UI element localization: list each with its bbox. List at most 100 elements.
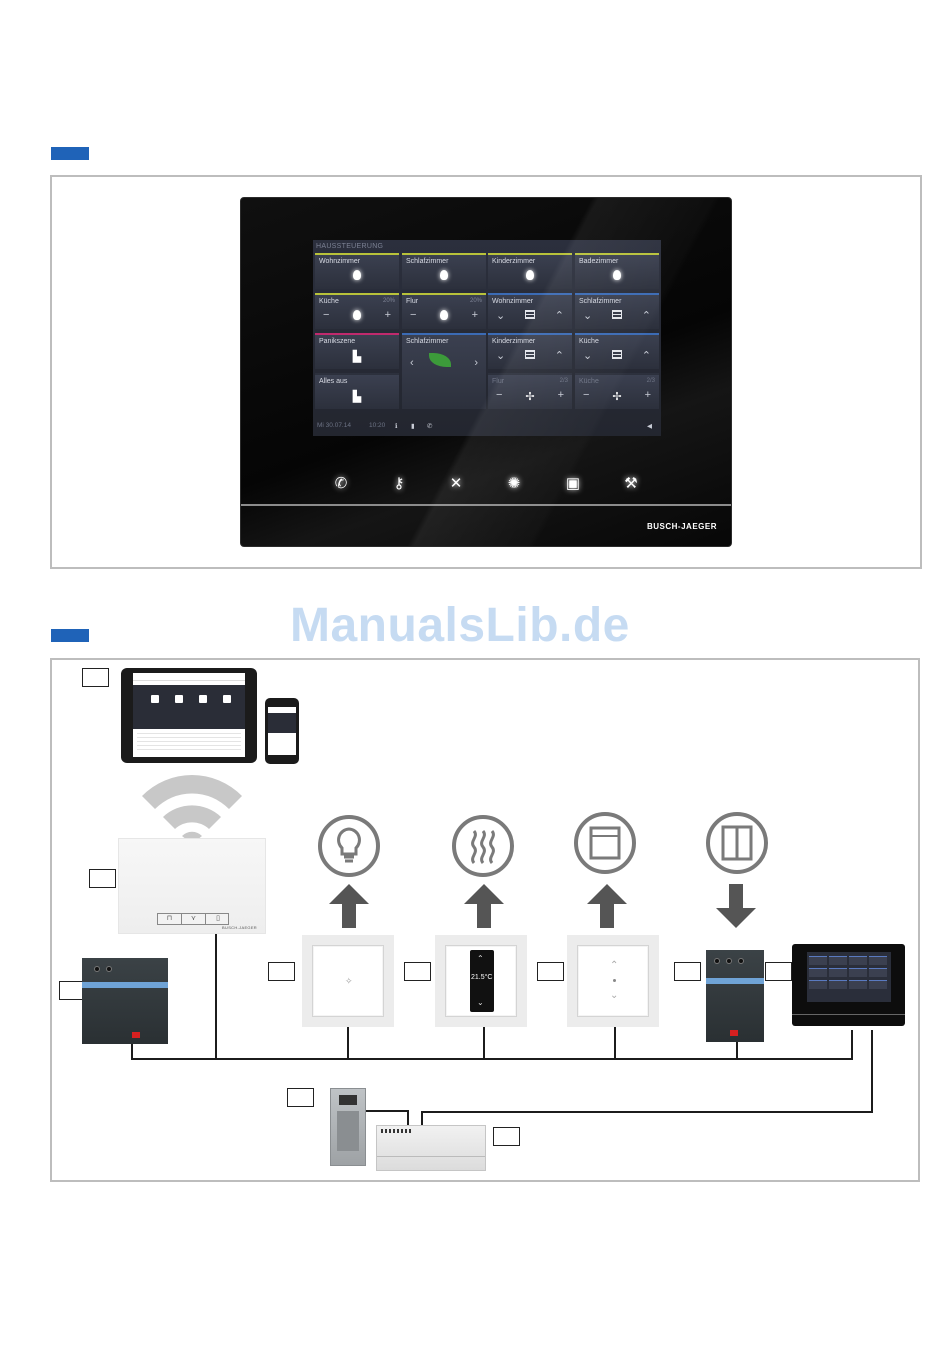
volume-icon[interactable]: ◀	[647, 423, 652, 430]
video-line	[421, 1111, 423, 1125]
arrow-up-icon	[587, 884, 627, 928]
arrow-up-icon	[329, 884, 369, 928]
wrench-icon[interactable]: ⚒	[624, 475, 638, 492]
tile-schlafzimmer-blind[interactable]: Schlafzimmer ⌄ ⌃	[575, 293, 659, 329]
blind-icon	[612, 350, 622, 359]
video-line	[366, 1110, 408, 1112]
tile-badezimmer-light[interactable]: Badezimmer	[575, 253, 659, 289]
arrow-up-icon	[464, 884, 504, 928]
binary-input-module	[706, 950, 764, 1042]
watermark: ManualsLib.de	[290, 599, 630, 652]
bus-line	[614, 1027, 616, 1060]
tile-label: Küche	[579, 378, 599, 385]
bulb-icon	[353, 270, 361, 280]
tile-flur-fan[interactable]: Flur 2/3 − ✢ +	[488, 373, 572, 409]
blind-icon	[612, 310, 622, 319]
bulb-icon	[353, 310, 361, 320]
blind-icon	[574, 812, 636, 874]
tile-label: Wohnzimmer	[319, 258, 361, 265]
blind-switch: ⌃ ⌄	[567, 935, 659, 1027]
window-icon	[706, 812, 768, 874]
call-icon[interactable]: ✆	[427, 423, 433, 430]
tile-wohnzimmer-light[interactable]: Wohnzimmer	[315, 253, 399, 289]
tile-kueche-dimmer[interactable]: Küche 20% − +	[315, 293, 399, 329]
tile-label: Schlafzimmer	[406, 258, 449, 265]
tile-label: Kinderzimmer	[492, 338, 536, 345]
callout-box	[287, 1088, 314, 1107]
wifi-icon	[142, 774, 242, 844]
tile-kinderzimmer-blind[interactable]: Kinderzimmer ⌄ ⌃	[488, 333, 572, 369]
tile-kueche-fan[interactable]: Küche 2/3 − ✢ +	[575, 373, 659, 409]
light-icon[interactable]: ✺	[507, 475, 521, 492]
mute-icon[interactable]: ✕	[449, 475, 463, 492]
tile-wohnzimmer-blind[interactable]: Wohnzimmer ⌄ ⌃	[488, 293, 572, 329]
info-icon[interactable]: ℹ	[395, 423, 398, 430]
tile-label: Schlafzimmer	[406, 338, 449, 345]
bus-line	[347, 1027, 349, 1060]
chevron-down-icon[interactable]: ⌄	[583, 310, 593, 322]
door-station	[330, 1088, 366, 1166]
door-icon[interactable]: ▮	[411, 423, 415, 430]
callout-box	[493, 1127, 520, 1146]
video-line	[407, 1110, 409, 1125]
lightbulb-icon	[318, 815, 380, 877]
status-bar: Mi 30.07.14 10:20 ℹ ▮ ✆ ◀	[317, 422, 657, 432]
tile-panikszene[interactable]: Panikszene ▙	[315, 333, 399, 369]
chevron-up-icon[interactable]: ⌃	[641, 310, 651, 322]
chevron-up-icon[interactable]: ⌃	[641, 350, 651, 362]
access-point: ⊓⋎▯ BUSCH-JAEGER	[118, 838, 266, 934]
tile-label: Küche	[579, 338, 599, 345]
leaf-icon	[429, 353, 451, 367]
panel-button-row: ✆ ⚷ ✕ ✺ ▣ ⚒	[321, 474, 651, 500]
key-icon[interactable]: ⚷	[393, 475, 405, 492]
chevron-up-icon[interactable]: ⌃	[554, 310, 564, 322]
phone-icon[interactable]: ✆	[334, 475, 348, 492]
minus-icon[interactable]: −	[496, 389, 503, 401]
tile-schlafzimmer-climate[interactable]: Schlafzimmer ‹ ›	[402, 333, 486, 409]
tile-schlafzimmer-light[interactable]: Schlafzimmer	[402, 253, 486, 289]
tile-label: Flur	[492, 378, 505, 385]
chevron-down-icon[interactable]: ⌄	[496, 350, 506, 362]
bus-line	[131, 1058, 853, 1060]
bus-line	[483, 1027, 485, 1060]
bus-line	[736, 1042, 738, 1060]
tile-kueche-blind[interactable]: Küche ⌄ ⌃	[575, 333, 659, 369]
scene-icon: ▙	[352, 391, 362, 403]
minus-icon[interactable]: −	[323, 309, 330, 321]
video-line	[871, 1030, 873, 1113]
tablet-image	[121, 668, 257, 763]
minus-icon[interactable]: −	[410, 309, 417, 321]
tile-label: Kinderzimmer	[492, 258, 536, 265]
plus-icon[interactable]: +	[384, 309, 391, 321]
tile-label: Schlafzimmer	[579, 298, 622, 305]
bulb-icon	[440, 310, 448, 320]
brand-logo: BUSCH-JAEGER	[646, 522, 717, 531]
chevron-up-icon[interactable]: ⌃	[554, 350, 564, 362]
callout-box	[268, 962, 295, 981]
camera-icon[interactable]: ▣	[565, 475, 581, 492]
blind-icon	[525, 310, 535, 319]
chevron-down-icon[interactable]: ⌄	[583, 350, 593, 362]
chevron-left-icon[interactable]: ‹	[410, 357, 414, 369]
fan-icon: ✢	[612, 391, 622, 403]
bus-line	[215, 934, 217, 1060]
scene-icon: ▙	[352, 351, 362, 363]
plus-icon[interactable]: +	[471, 309, 478, 321]
figure-1-frame: HAUSSTEUERUNG Wohnzimmer Schlafzimmer Ki…	[50, 175, 922, 569]
minus-icon[interactable]: −	[583, 389, 590, 401]
tile-flur-dimmer[interactable]: Flur 20% − +	[402, 293, 486, 329]
figure-tab-1	[51, 147, 89, 160]
callout-box	[82, 668, 109, 687]
tile-label: Flur	[406, 298, 419, 305]
tile-alles-aus[interactable]: Alles aus ▙	[315, 373, 399, 409]
light-switch: ✧	[302, 935, 394, 1027]
plus-icon[interactable]: +	[557, 389, 564, 401]
chevron-right-icon[interactable]: ›	[474, 357, 478, 369]
tile-kinderzimmer-light[interactable]: Kinderzimmer	[488, 253, 572, 289]
callout-box	[404, 962, 431, 981]
arrow-down-icon	[716, 884, 756, 928]
chevron-down-icon[interactable]: ⌄	[496, 310, 506, 322]
bulb-icon	[613, 270, 621, 280]
figure-tab-2	[51, 629, 89, 642]
plus-icon[interactable]: +	[644, 389, 651, 401]
